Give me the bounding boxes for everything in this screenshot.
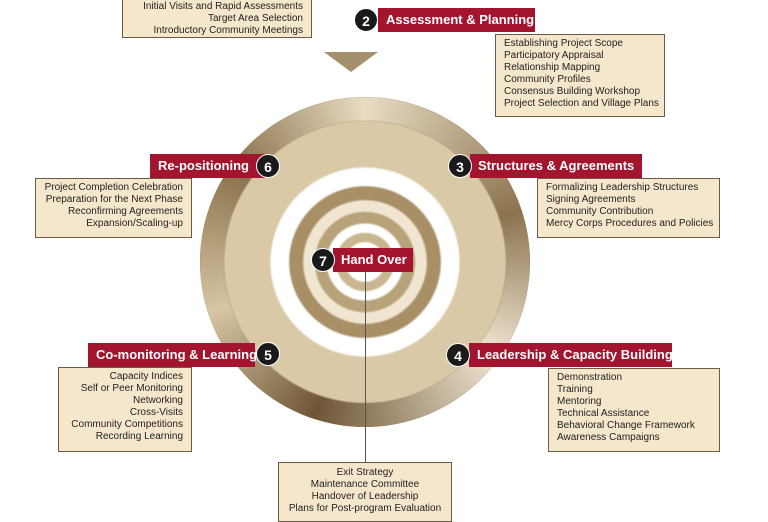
step4-number: 4: [446, 343, 470, 367]
item: Community Contribution: [546, 206, 654, 217]
item: Training: [557, 384, 593, 395]
item: Self or Peer Monitoring: [80, 383, 183, 394]
item: Capacity Indices: [109, 371, 183, 382]
step6-number: 6: [256, 154, 280, 178]
step6-title: Re-positioning: [150, 154, 265, 178]
item: Participatory Appraisal: [504, 50, 604, 61]
item: Demonstration: [557, 372, 623, 383]
step5-number: 5: [256, 342, 280, 366]
step2-number: 2: [354, 8, 378, 32]
step4-title: Leadership & Capacity Building: [469, 343, 673, 367]
step3-number: 3: [448, 154, 472, 178]
item: Project Completion Celebration: [44, 182, 183, 193]
item: Expansion/Scaling-up: [86, 218, 183, 229]
item: Handover of Leadership: [311, 491, 419, 502]
item: Community Profiles: [504, 74, 591, 85]
item: Introductory Community Meetings: [153, 25, 303, 36]
item: Initial Visits and Rapid Assessments: [143, 1, 303, 12]
item: Cross-Visits: [129, 407, 183, 418]
step1-box: Initial Visits and Rapid Assessments Tar…: [122, 0, 312, 38]
connector-line: [365, 272, 366, 462]
item: Reconfirming Agreements: [67, 206, 183, 217]
item: Exit Strategy: [336, 467, 394, 478]
item: Community Competitions: [71, 419, 183, 430]
item: Networking: [132, 395, 183, 406]
item: Target Area Selection: [207, 13, 303, 24]
step2-title: Assessment & Planning: [378, 8, 535, 32]
item: Recording Learning: [95, 431, 183, 442]
item: Plans for Post-program Evaluation: [288, 503, 442, 514]
down-arrow-icon: [324, 52, 378, 72]
item: Behavioral Change Framework: [557, 420, 695, 431]
item: Mentoring: [557, 396, 602, 407]
item: Formalizing Leadership Structures: [546, 182, 699, 193]
item: Maintenance Committee: [310, 479, 420, 490]
item: Consensus Building Workshop: [504, 86, 641, 97]
item: Awareness Campaigns: [557, 432, 660, 443]
step7-title: Hand Over: [333, 248, 413, 272]
item: Technical Assistance: [557, 408, 650, 419]
item: Signing Agreements: [546, 194, 636, 205]
item: Relationship Mapping: [504, 62, 601, 73]
item: Project Selection and Village Plans: [504, 98, 659, 109]
step5-title: Co-monitoring & Learning: [88, 343, 257, 367]
item: Establishing Project Scope: [504, 38, 623, 49]
step3-title: Structures & Agreements: [470, 154, 642, 178]
step7-number: 7: [311, 248, 335, 272]
item: Mercy Corps Procedures and Policies: [546, 218, 714, 229]
item: Preparation for the Next Phase: [45, 194, 183, 205]
